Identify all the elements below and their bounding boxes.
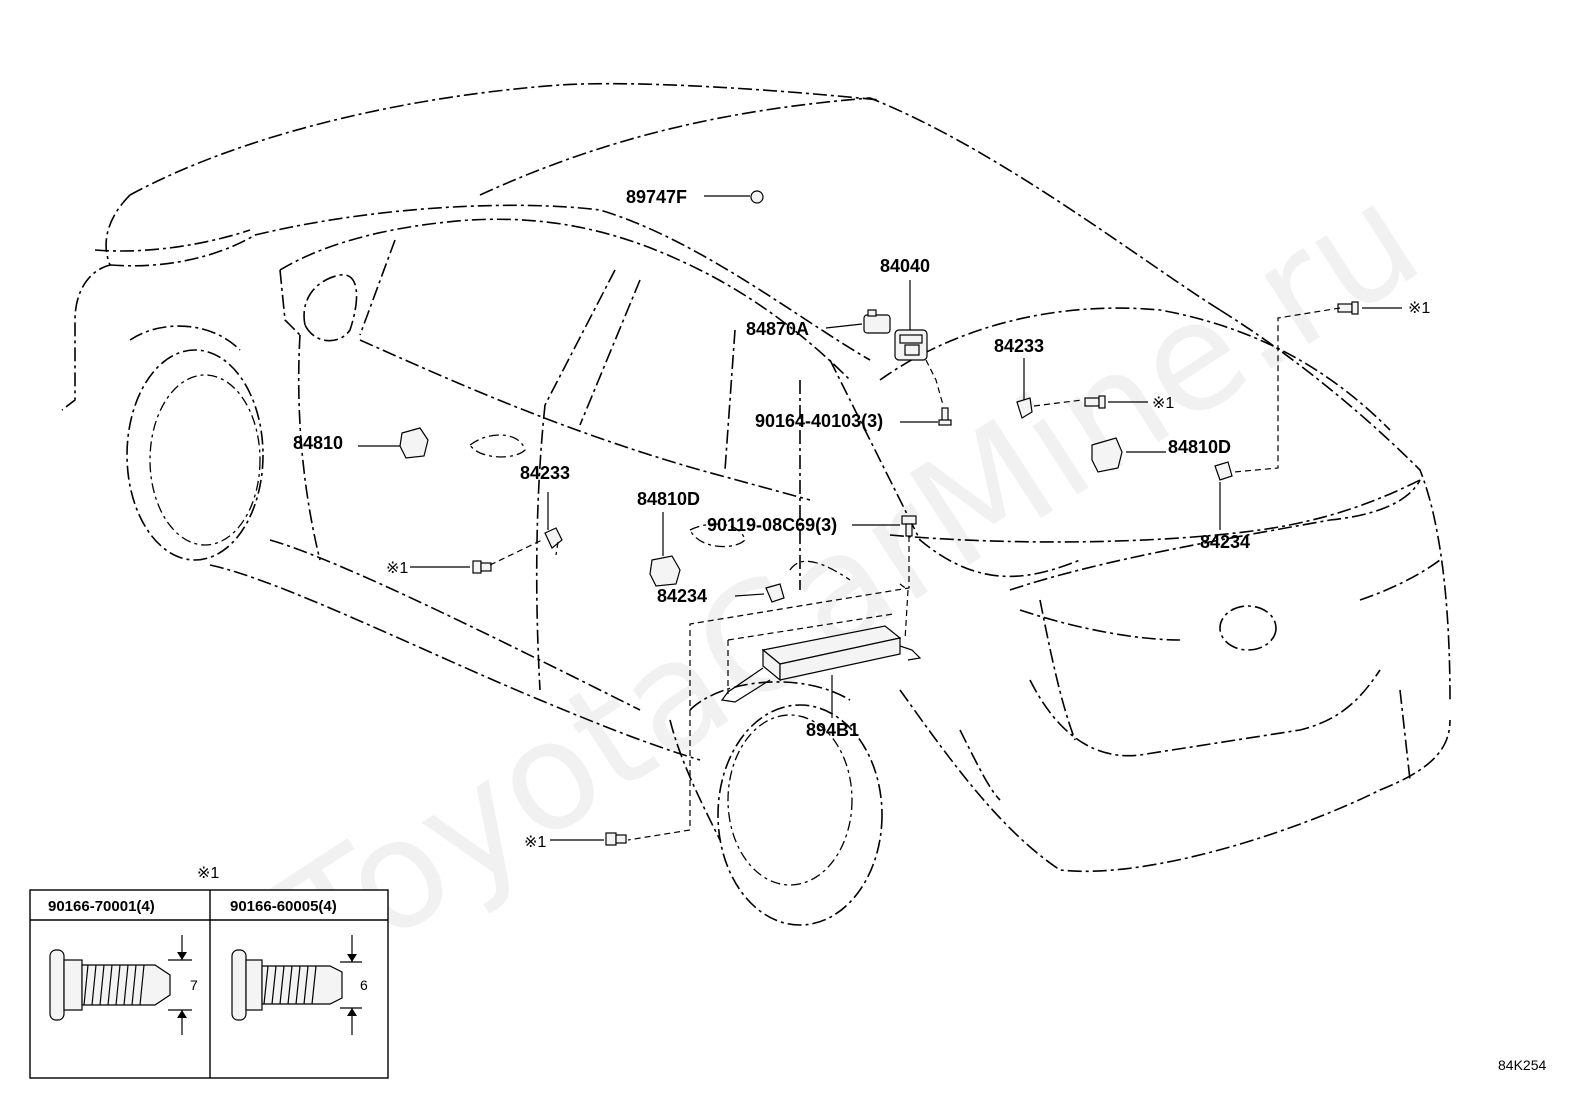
part-screw-top-right	[1337, 301, 1359, 315]
bolt-icon-1: 7	[49, 935, 198, 1035]
part-84233-clip-top	[1016, 397, 1033, 419]
label-84233-left: 84233	[520, 463, 570, 483]
part-84234-clip-right	[1214, 461, 1233, 481]
label-84810D-mid: 84810D	[637, 489, 700, 509]
dashed-connectors	[489, 307, 1341, 841]
label-mark-bottom: ※1	[524, 834, 546, 851]
label-84234-right: 84234	[1200, 532, 1250, 552]
part-screw-bottom	[605, 832, 627, 846]
part-90164-screw	[938, 407, 952, 426]
part-84234-clip-mid	[765, 583, 785, 603]
part-84870A-switch	[863, 309, 891, 334]
part-84810D-switch-right	[1091, 437, 1123, 473]
table-col2-part: 90166-60005(4)	[230, 898, 337, 915]
part-84040-switch-assy	[894, 329, 928, 361]
label-mark-right-mid: ※1	[1152, 395, 1174, 412]
table-title: ※1	[197, 865, 219, 882]
part-894B1-ecu	[720, 625, 922, 703]
label-mark-top-right: ※1	[1408, 300, 1430, 317]
label-89747F: 89747F	[626, 187, 687, 207]
part-84810-switch	[399, 427, 429, 459]
part-screw-left	[472, 560, 492, 574]
leader-lines	[358, 195, 1402, 841]
label-84233-top: 84233	[994, 336, 1044, 356]
table-col1-dim: 7	[190, 977, 198, 993]
label-894B1: 894B1	[806, 720, 859, 740]
label-84870A: 84870A	[746, 319, 809, 339]
label-90119-08C69: 90119-08C69(3)	[707, 515, 837, 535]
fastener-table: ※1 90166-70001(4) 90166-60005(4) 7	[29, 865, 389, 1079]
part-90119-screw	[901, 515, 917, 537]
table-col2-dim: 6	[360, 977, 368, 993]
label-84810D-right: 84810D	[1168, 437, 1231, 457]
bolt-icon-2: 6	[231, 935, 368, 1035]
label-84234-mid: 84234	[657, 586, 707, 606]
part-84810D-switch-mid	[649, 555, 681, 587]
label-90164-40103: 90164-40103(3)	[755, 411, 883, 431]
table-col1-part: 90166-70001(4)	[48, 898, 155, 915]
watermark: ToyotaCarMine.ru	[254, 151, 1449, 1011]
label-84040: 84040	[880, 256, 930, 276]
part-89747F-grommet	[750, 190, 764, 204]
part-84233-clip-left	[544, 527, 563, 549]
label-mark-left: ※1	[386, 560, 408, 577]
part-labels: 89747F 84040 84870A 84233 90164-40103(3)…	[293, 187, 1430, 851]
part-screw-right-mid	[1084, 395, 1106, 409]
car-outline	[61, 82, 1451, 926]
diagram-reference: 84K254	[1498, 1057, 1546, 1073]
label-84810: 84810	[293, 433, 343, 453]
